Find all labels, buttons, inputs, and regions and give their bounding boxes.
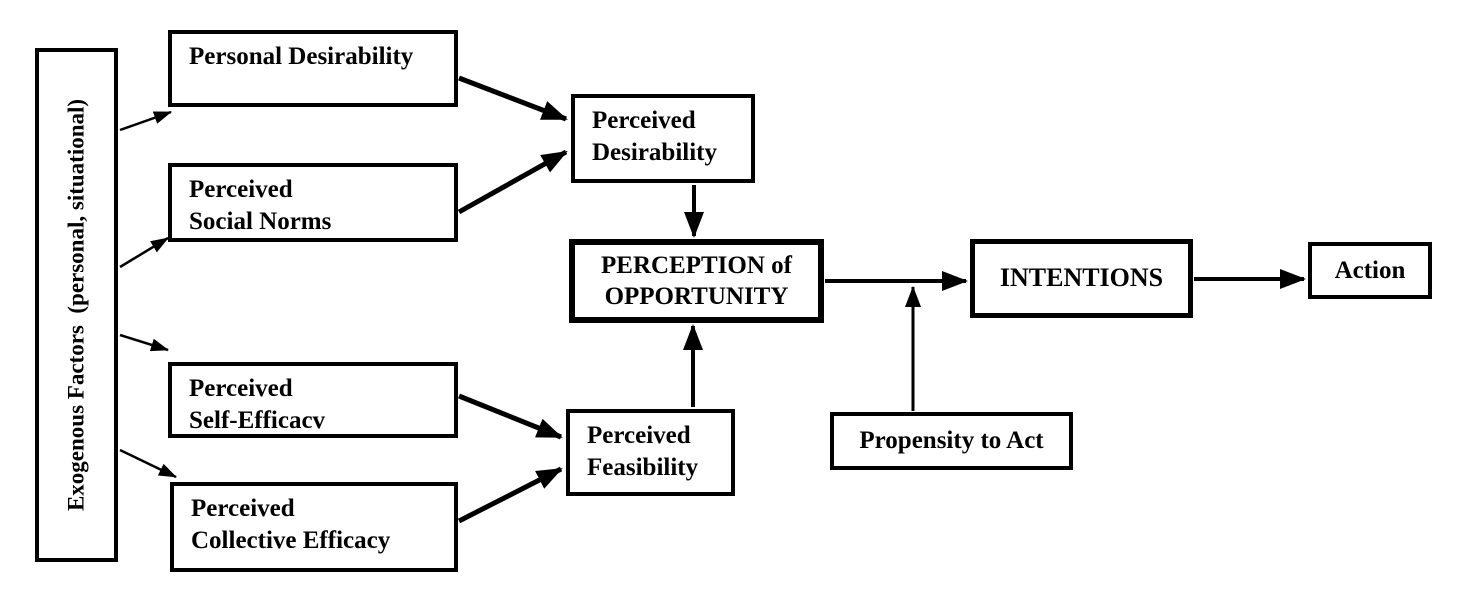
node-label-perceived-desirability: Perceived Desirability [592,107,717,166]
node-label-action: Action [1334,256,1406,284]
arrow-perceived-collective-efficacy-to-perceived-feasibility [457,466,563,524]
node-label-perceived-self-efficacy: Perceived Self-Efficacv [189,375,326,434]
node-label-exogenous-factors: Exogenous Factors (personal, situational… [63,98,89,512]
node-perception-of-opportunity: PERCEPTION of OPPORTUNITY [569,239,824,323]
node-exogenous-factors: Exogenous Factors (personal, situational… [35,48,118,562]
arrow-exogenous-to-perceived-social-norms [119,236,169,269]
node-perceived-social-norms: Perceived Social Norms [168,163,458,242]
node-label-perceived-social-norms: Perceived Social Norms [189,176,332,235]
node-label-perception-of-opportunity: PERCEPTION of OPPORTUNITY [601,251,792,311]
node-label-perceived-collective-efficacy: Perceived Collective Efficacy [191,495,391,554]
node-label-propensity-to-act: Propensity to Act [859,427,1044,455]
node-perceived-desirability: Perceived Desirability [571,94,755,183]
node-perceived-feasibility: Perceived Feasibility [566,409,735,496]
node-label-perceived-feasibility: Perceived Feasibility [587,422,699,481]
arrow-perceived-self-efficacy-to-perceived-feasibility [458,393,563,440]
node-label-personal-desirability: Personal Desirability [189,43,414,70]
arrow-perceived-social-norms-to-perceived-desirability [457,149,568,215]
node-perceived-collective-efficacy: Perceived Collective Efficacy [170,482,458,572]
node-personal-desirability: Personal Desirability [168,30,458,107]
arrows-group [119,75,1306,524]
node-intentions: INTENTIONS [970,239,1193,318]
arrow-personal-desirability-to-perceived-desirability [458,75,568,122]
node-action: Action [1308,242,1432,299]
arrow-exogenous-to-perceived-self-efficacy [119,333,169,352]
arrow-exogenous-to-personal-desirability [119,110,172,132]
node-label-intentions: INTENTIONS [999,263,1164,293]
node-perceived-self-efficacy: Perceived Self-Efficacv [168,362,458,438]
arrow-exogenous-to-perceived-collective-efficacy [119,448,177,479]
node-propensity-to-act: Propensity to Act [830,412,1073,470]
